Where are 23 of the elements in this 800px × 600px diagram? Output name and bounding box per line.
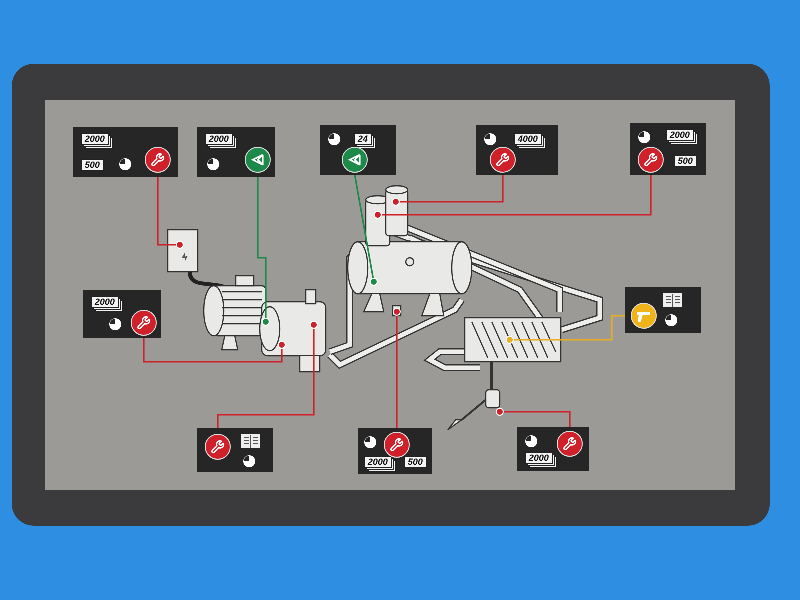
maintenance-card (476, 125, 558, 175)
leader-line (157, 177, 176, 246)
leader-line (396, 316, 398, 428)
leader-line (504, 411, 571, 427)
maintenance-card (197, 127, 275, 177)
leader-line (514, 315, 625, 341)
leader-line (217, 329, 315, 428)
maintenance-card (197, 428, 273, 472)
maintenance-card (358, 428, 432, 474)
leader-line (143, 338, 283, 363)
maintenance-card (625, 287, 701, 333)
maintenance-card (83, 290, 161, 338)
leader-line (257, 177, 267, 318)
hours-label: 500 (674, 155, 698, 167)
maintenance-card (320, 125, 396, 175)
hours-label: 500 (81, 159, 104, 171)
leader-line (382, 175, 652, 216)
maintenance-card (517, 427, 589, 471)
maintenance-card (73, 127, 178, 177)
maintenance-card (630, 123, 706, 175)
hours-label: 500 (404, 456, 428, 468)
leader-line (400, 175, 504, 203)
leader-line (354, 174, 374, 278)
